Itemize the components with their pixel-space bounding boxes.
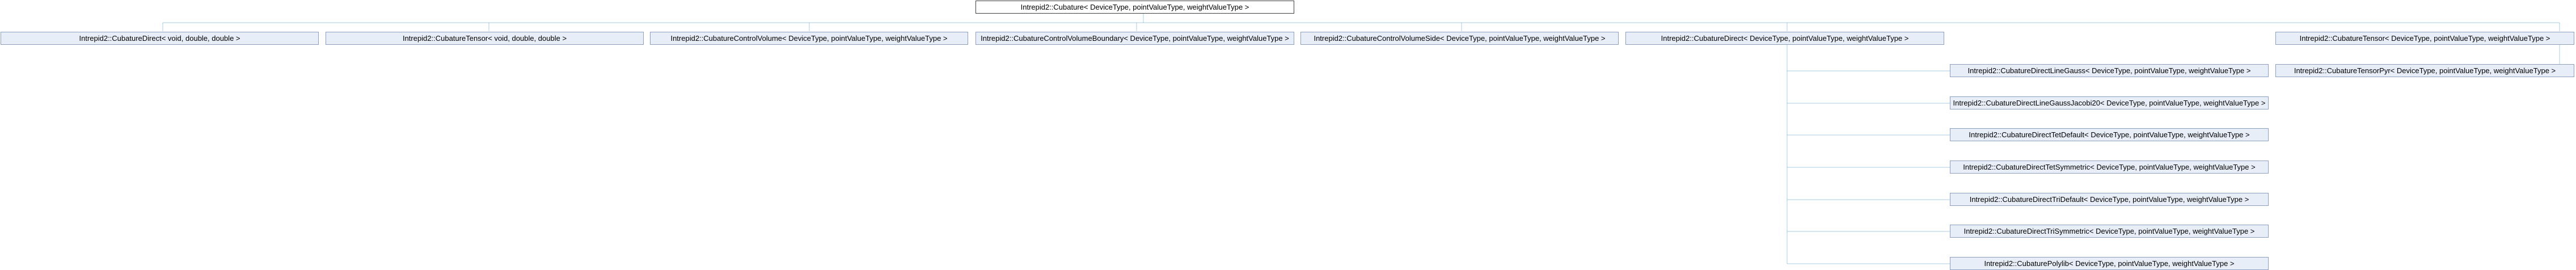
- node-cubature-tensor[interactable]: Intrepid2::CubatureTensor< DeviceType, p…: [2275, 32, 2574, 45]
- node-cubature-direct-tri-default[interactable]: Intrepid2::CubatureDirectTriDefault< Dev…: [1950, 193, 2269, 206]
- node-cubature-tensor-pyr[interactable]: Intrepid2::CubatureTensorPyr< DeviceType…: [2275, 64, 2574, 77]
- node-cubature-direct-line-gauss-jacobi20[interactable]: Intrepid2::CubatureDirectLineGaussJacobi…: [1950, 96, 2269, 109]
- node-cubature-direct-line-gauss[interactable]: Intrepid2::CubatureDirectLineGauss< Devi…: [1950, 64, 2269, 77]
- node-cubature-control-volume-side[interactable]: Intrepid2::CubatureControlVolumeSide< De…: [1300, 32, 1619, 45]
- node-cubature-tensor-void[interactable]: Intrepid2::CubatureTensor< void, double,…: [326, 32, 644, 45]
- node-cubature-direct[interactable]: Intrepid2::CubatureDirect< DeviceType, p…: [1625, 32, 1944, 45]
- node-cubature-direct-tri-symmetric[interactable]: Intrepid2::CubatureDirectTriSymmetric< D…: [1950, 225, 2269, 238]
- node-cubature-control-volume-boundary[interactable]: Intrepid2::CubatureControlVolumeBoundary…: [975, 32, 1294, 45]
- node-cubature[interactable]: Intrepid2::Cubature< DeviceType, pointVa…: [975, 1, 1294, 14]
- node-cubature-direct-tet-symmetric[interactable]: Intrepid2::CubatureDirectTetSymmetric< D…: [1950, 161, 2269, 174]
- node-cubature-direct-void[interactable]: Intrepid2::CubatureDirect< void, double,…: [1, 32, 319, 45]
- node-cubature-polylib[interactable]: Intrepid2::CubaturePolylib< DeviceType, …: [1950, 257, 2269, 270]
- node-cubature-direct-tet-default[interactable]: Intrepid2::CubatureDirectTetDefault< Dev…: [1950, 128, 2269, 141]
- node-cubature-control-volume[interactable]: Intrepid2::CubatureControlVolume< Device…: [650, 32, 968, 45]
